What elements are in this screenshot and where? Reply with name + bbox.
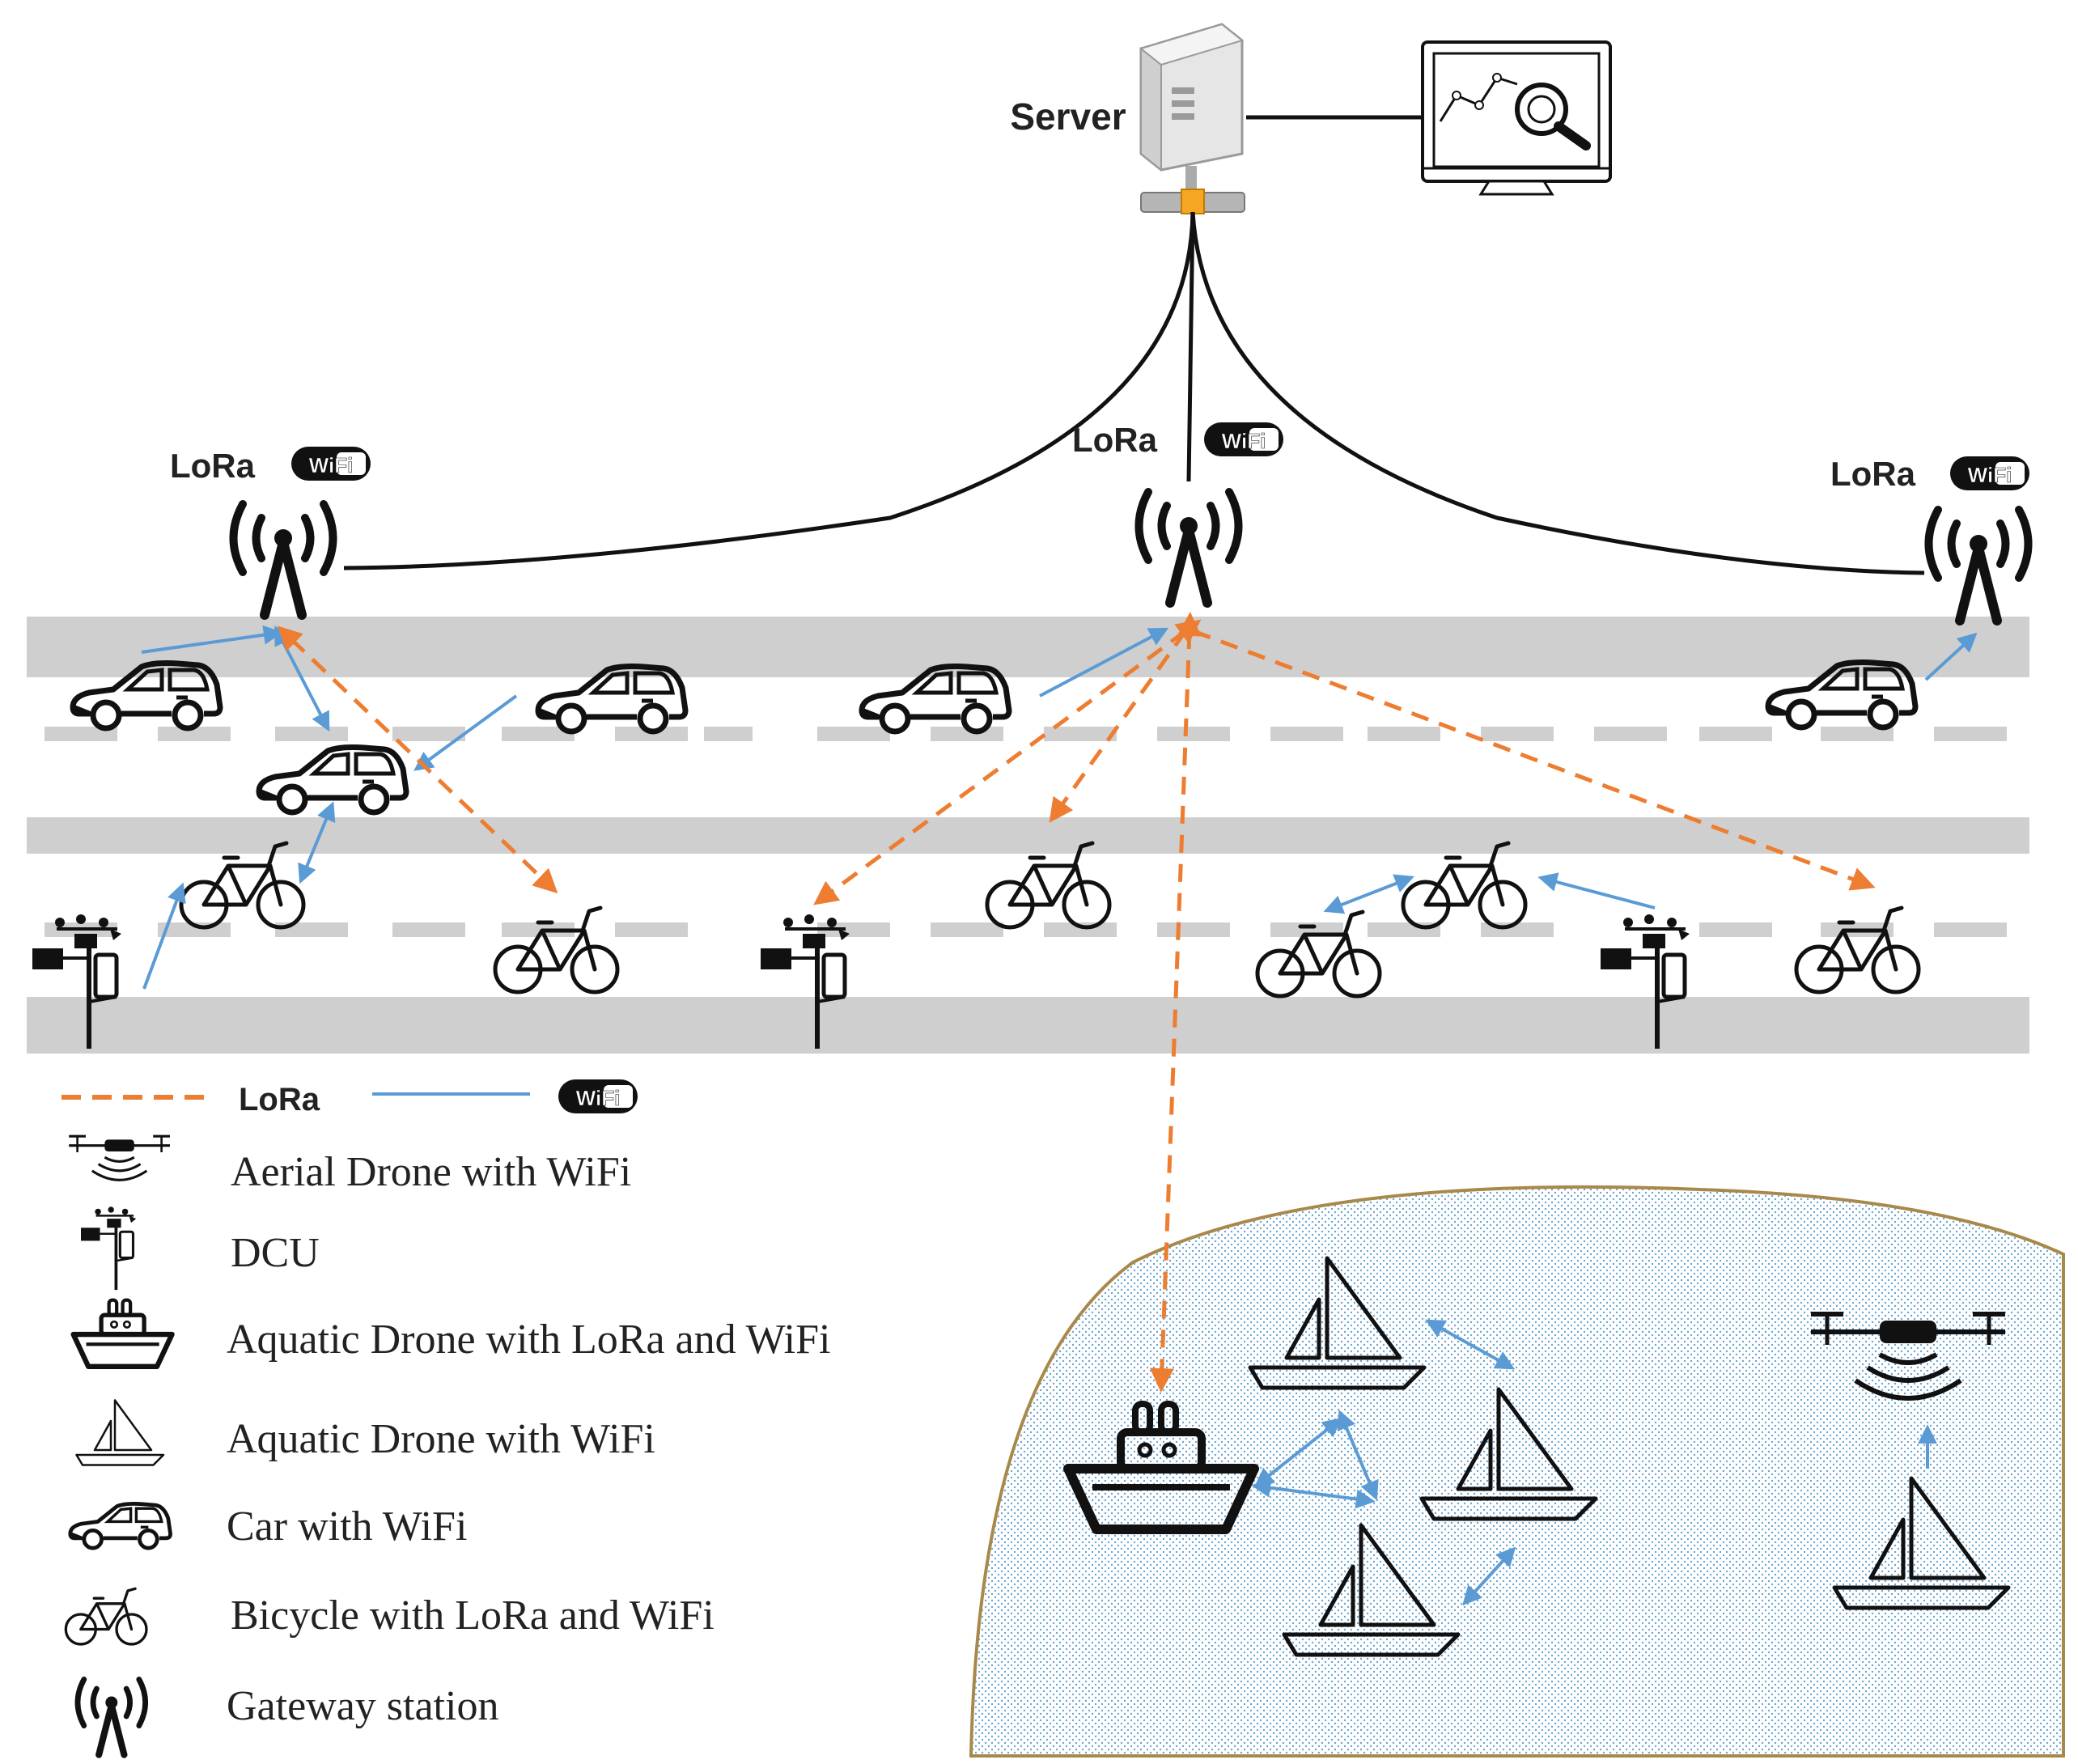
gateway-2-wifi-badge: WiFi	[1204, 422, 1283, 456]
bicycle-1	[181, 843, 303, 927]
gateway-antenna-icon	[78, 1679, 146, 1754]
server-icon	[1139, 23, 1245, 214]
gateway-station-3: LoRa WiFi	[1830, 455, 2029, 621]
aerial-drone-icon	[67, 1134, 172, 1181]
svg-text:DCU: DCU	[231, 1230, 320, 1276]
bicycle-2	[495, 908, 617, 992]
gateway-2-lora-label: LoRa	[1072, 421, 1158, 459]
svg-text:Aerial Drone with WiFi: Aerial Drone with WiFi	[231, 1149, 631, 1195]
legend-lora-label: LoRa	[239, 1082, 320, 1117]
bicycle-6	[1796, 908, 1919, 992]
legend-item-bicycle: Bicycle with LoRa and WiFi	[64, 1587, 715, 1646]
svg-text:Aquatic Drone with LoRa and Wi: Aquatic Drone with LoRa and WiFi	[227, 1317, 830, 1363]
legend-item-gateway: Gateway station	[78, 1679, 498, 1754]
svg-text:Aquatic Drone with WiFi: Aquatic Drone with WiFi	[227, 1416, 655, 1462]
gateway-station-2: LoRa WiFi	[1072, 421, 1283, 603]
water-area	[969, 1185, 2065, 1758]
svg-text:Gateway station: Gateway station	[227, 1683, 498, 1729]
legend-wifi-badge: WiFi	[558, 1079, 638, 1113]
bicycle-3	[987, 843, 1109, 927]
legend-item-aerial-drone: Aerial Drone with WiFi	[67, 1134, 631, 1195]
server-label: Server	[1010, 95, 1126, 138]
svg-text:WiFi: WiFi	[576, 1086, 621, 1110]
legend-item-ship: Aquatic Drone with LoRa and WiFi	[74, 1300, 830, 1367]
bicycle-4	[1403, 843, 1525, 927]
legend-item-car: Car with WiFi	[70, 1503, 467, 1550]
gateway-3-lora-label: LoRa	[1830, 455, 1916, 493]
svg-text:Bicycle with LoRa and WiFi: Bicycle with LoRa and WiFi	[231, 1592, 715, 1639]
legend: LoRa WiFi Aerial Drone with WiFi DCU Aqu…	[61, 1079, 830, 1755]
svg-text:Car with WiFi: Car with WiFi	[227, 1503, 467, 1550]
gateway-1-wifi-badge: WiFi	[291, 447, 371, 481]
sailboat-icon	[75, 1399, 165, 1466]
svg-text:WiFi: WiFi	[1222, 429, 1266, 453]
backhaul-links	[343, 211, 1925, 575]
legend-item-sailboat: Aquatic Drone with WiFi	[75, 1399, 655, 1466]
dcu-icon	[79, 1205, 138, 1292]
gateway-station-1: LoRa WiFi	[170, 447, 371, 615]
lora-links	[277, 612, 1876, 1393]
road-area	[27, 617, 2029, 1054]
gateway-3-wifi-badge: WiFi	[1950, 456, 2029, 490]
svg-text:WiFi: WiFi	[309, 453, 354, 477]
legend-item-dcu: DCU	[79, 1205, 320, 1292]
monitor-analytics-icon	[1421, 40, 1612, 196]
car-3	[259, 748, 406, 813]
car-icon	[70, 1503, 171, 1548]
gateway-1-lora-label: LoRa	[170, 447, 256, 485]
ship-icon	[74, 1300, 172, 1367]
bicycle-icon	[64, 1587, 148, 1646]
svg-text:WiFi: WiFi	[1968, 463, 2012, 487]
